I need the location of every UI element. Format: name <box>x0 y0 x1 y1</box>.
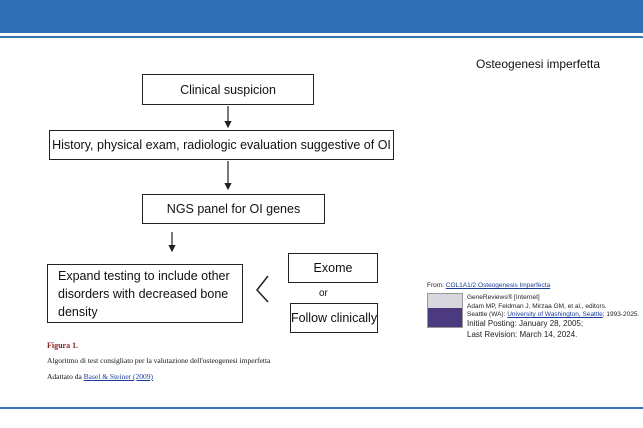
box-follow-clinically: Follow clinically <box>290 303 378 333</box>
initial-posting: Initial Posting: January 28, 2005; <box>467 319 584 328</box>
ref-line-3-prefix: Seattle (WA): <box>467 311 506 318</box>
box-clinical-suspicion: Clinical suspicion <box>142 74 314 105</box>
box-exome: Exome <box>288 253 378 283</box>
ref-line-1: GeneReviews® [Internet] <box>467 294 540 301</box>
box-ngs-panel: NGS panel for OI genes <box>142 194 325 224</box>
header-rule <box>0 36 643 38</box>
from-link[interactable]: COL1A1/2 Osteogenesis Imperfecta <box>445 282 551 289</box>
ref-line-3-link[interactable]: University of Washington, Seattle <box>507 311 603 318</box>
box-history-exam: History, physical exam, radiologic evalu… <box>49 130 394 160</box>
adapted-prefix: Adattato da <box>47 372 82 381</box>
header-bar <box>0 0 643 33</box>
last-revision: Last Revision: March 14, 2024. <box>467 330 578 339</box>
footer-rule <box>0 407 643 409</box>
figure-label: Figura 1. <box>47 341 79 350</box>
figure-source: Adattato da Basel & Steiner (2009) <box>47 372 153 381</box>
slide-title: Osteogenesi imperfetta <box>476 57 601 71</box>
ref-line-3-suffix: ; 1993-2025. <box>602 311 640 318</box>
or-label: or <box>319 288 328 299</box>
figure-description: Algoritmo di test consigliato per la val… <box>47 356 271 365</box>
bracket-chevron <box>256 275 269 303</box>
ref-line-2: Adam MP, Feldman J, Mirzaa GM, et al., e… <box>467 303 607 310</box>
adapted-link[interactable]: Basel & Steiner (2009) <box>83 372 154 381</box>
ref-line-3: Seattle (WA): University of Washington, … <box>467 311 639 318</box>
box-expand-testing: Expand testing to include other disorder… <box>47 264 243 323</box>
from-prefix: From: <box>427 282 444 289</box>
reference-from: From: COL1A1/2 Osteogenesis Imperfecta <box>427 282 550 289</box>
genereviews-cover-thumbnail <box>427 293 463 328</box>
